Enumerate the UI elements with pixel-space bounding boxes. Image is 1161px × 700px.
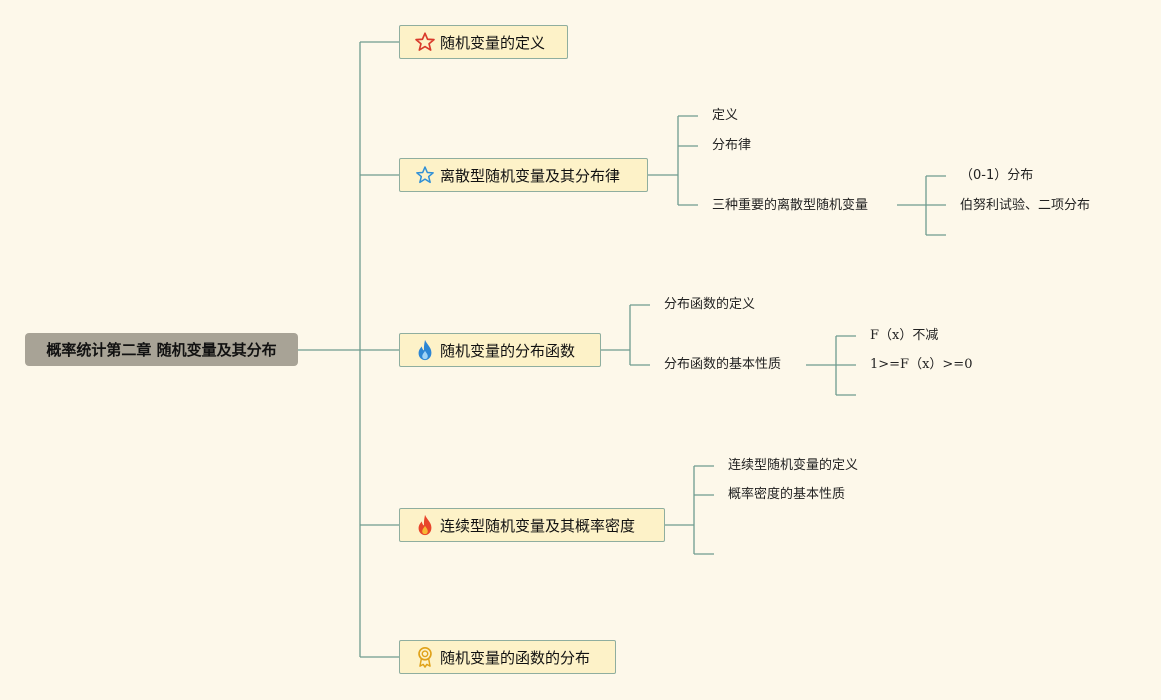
branch-label: 连续型随机变量及其概率密度 — [440, 516, 636, 535]
leaf-zero-one-distribution[interactable]: （0-1）分布 — [960, 168, 1034, 183]
leaf-bounded[interactable]: 1>=F（x）>=0 — [870, 357, 973, 372]
star-outline-blue-icon — [414, 164, 436, 186]
leaf-definition[interactable]: 定义 — [712, 108, 739, 123]
branch-distribution-function[interactable]: 随机变量的分布函数 — [399, 333, 601, 367]
flame-red-icon — [414, 514, 436, 536]
leaf-three-important-discrete[interactable]: 三种重要的离散型随机变量 — [712, 198, 869, 213]
star-outline-red-icon — [414, 31, 436, 53]
root-node[interactable]: 概率统计第二章 随机变量及其分布 — [25, 333, 298, 366]
branch-label: 随机变量的定义 — [440, 33, 546, 52]
leaf-bernoulli-binomial[interactable]: 伯努利试验、二项分布 — [960, 198, 1091, 213]
flame-blue-icon — [414, 339, 436, 361]
branch-label: 随机变量的分布函数 — [440, 341, 576, 360]
leaf-distribution-function-properties[interactable]: 分布函数的基本性质 — [664, 357, 782, 372]
leaf-distribution-function-definition[interactable]: 分布函数的定义 — [664, 297, 756, 312]
branch-function-of-random-variable[interactable]: 随机变量的函数的分布 — [399, 640, 616, 674]
leaf-continuous-definition[interactable]: 连续型随机变量的定义 — [728, 458, 859, 473]
award-ribbon-icon — [414, 646, 436, 668]
root-label: 概率统计第二章 随机变量及其分布 — [46, 341, 277, 359]
branch-random-variable-definition[interactable]: 随机变量的定义 — [399, 25, 568, 59]
leaf-distribution-law[interactable]: 分布律 — [712, 138, 752, 153]
branch-continuous-random-variable[interactable]: 连续型随机变量及其概率密度 — [399, 508, 665, 542]
branch-discrete-random-variable[interactable]: 离散型随机变量及其分布律 — [399, 158, 648, 192]
branch-label: 随机变量的函数的分布 — [440, 648, 591, 667]
leaf-density-properties[interactable]: 概率密度的基本性质 — [728, 487, 846, 502]
leaf-nondecreasing[interactable]: F（x）不减 — [870, 328, 939, 343]
branch-label: 离散型随机变量及其分布律 — [440, 166, 621, 185]
